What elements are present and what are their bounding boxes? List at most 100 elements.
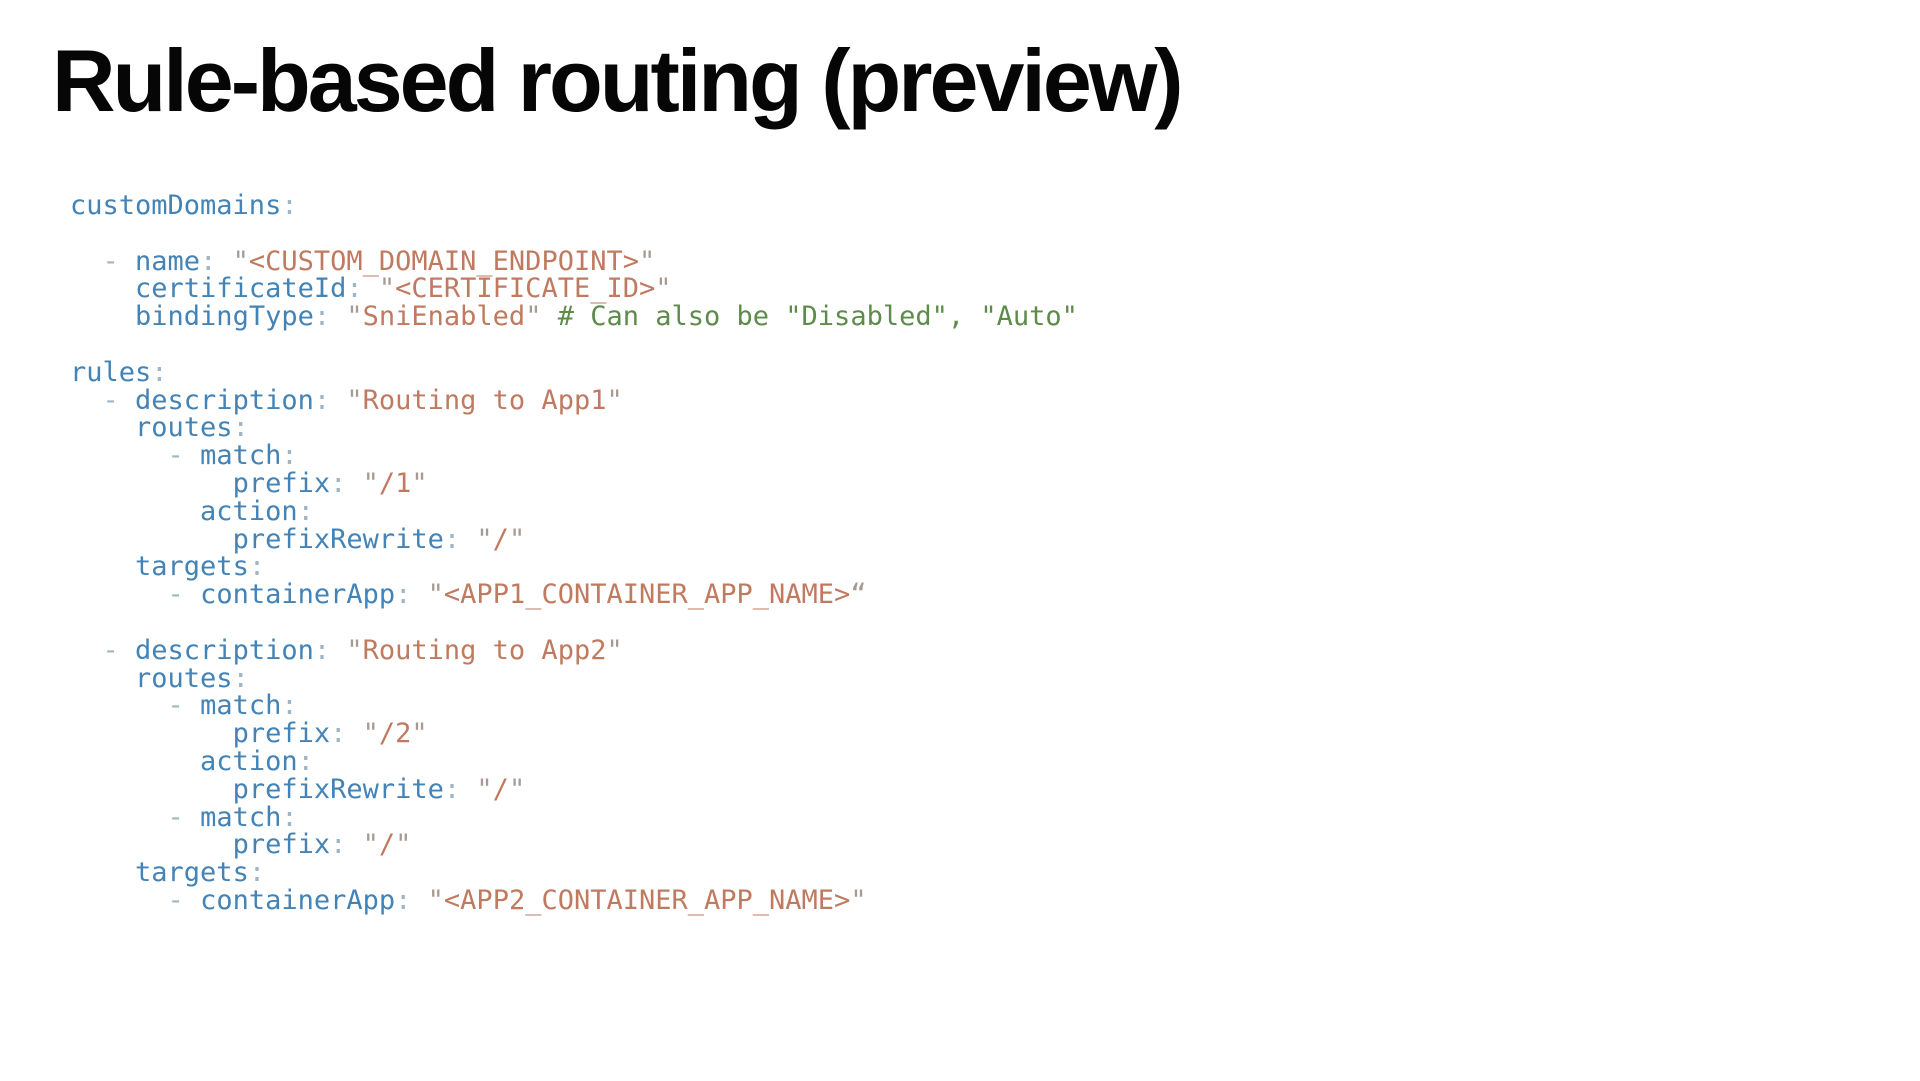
page-title: Rule-based routing (preview)	[52, 31, 1184, 130]
code-line: - name: "<CUSTOM_DOMAIN_ENDPOINT>"	[70, 245, 1078, 277]
code-token-key: action	[200, 495, 298, 527]
code-token-punct: :	[346, 273, 379, 305]
code-token-ws	[70, 273, 135, 304]
code-token-ws	[70, 802, 168, 833]
code-token-string: <CUSTOM_DOMAIN_ENDPOINT>	[248, 245, 639, 277]
code-token-ws	[70, 718, 233, 749]
code-token-string: <APP1_CONTAINER_APP_NAME>	[443, 579, 851, 611]
code-token-punct: :	[297, 745, 314, 777]
code-line: prefix: "/2"	[70, 720, 1078, 748]
code-token-punct: :	[248, 857, 266, 889]
code-token-quote: "	[655, 273, 672, 305]
code-token-ws	[70, 246, 103, 277]
code-token-quote: "	[411, 718, 428, 750]
code-token-punct: :	[200, 245, 233, 277]
code-token-punct: -	[167, 440, 201, 472]
code-token-key: containerApp	[200, 884, 396, 916]
code-token-key: match	[200, 440, 282, 472]
code-token-string: /1	[378, 467, 412, 499]
code-token-quote: "	[850, 884, 867, 916]
code-token-comment: # Can also be "Disabled", "Auto"	[557, 301, 1078, 333]
code-token-punct: :	[313, 301, 347, 333]
code-token-punct: -	[102, 384, 136, 416]
code-token-key: description	[135, 634, 314, 666]
code-token-ws	[70, 385, 103, 416]
code-token-ws	[70, 746, 200, 777]
code-token-ws	[70, 412, 135, 443]
code-line: - match:	[70, 692, 1078, 720]
code-token-punct: :	[313, 634, 347, 666]
code-line: - containerApp: "<APP1_CONTAINER_APP_NAM…	[70, 581, 1078, 609]
code-token-punct: :	[395, 884, 428, 916]
code-token-punct: :	[232, 412, 249, 444]
code-token-quote: "	[362, 467, 379, 499]
code-token-string: /2	[378, 718, 412, 750]
code-token-ws	[70, 690, 168, 721]
code-line: prefix: "/"	[70, 831, 1078, 859]
code-line: action:	[70, 495, 1078, 527]
code-line: - containerApp: "<APP2_CONTAINER_APP_NAM…	[70, 887, 1078, 915]
code-token-string: Routing to App1	[362, 384, 607, 416]
code-token-string: /	[492, 523, 509, 555]
code-token-key: bindingType	[135, 301, 314, 333]
code-token-punct: :	[443, 773, 477, 805]
code-token-string: /	[378, 829, 396, 861]
code-line: targets:	[70, 859, 1078, 887]
code-token-key: rules	[70, 356, 152, 388]
code-token-key: match	[200, 801, 282, 833]
code-token-quote: "	[378, 273, 396, 305]
code-token-punct: -	[167, 690, 201, 722]
code-token-ws	[70, 829, 233, 860]
code-token-ws	[70, 524, 233, 555]
code-token-key: prefix	[232, 467, 331, 499]
code-token-string: Routing to App2	[362, 634, 607, 666]
code-token-ws	[70, 496, 200, 527]
code-token-quote: "	[508, 523, 526, 555]
code-token-punct: :	[395, 579, 428, 611]
code-token-punct: :	[313, 384, 347, 416]
code-token-punct: :	[248, 551, 266, 583]
code-line: customDomains:	[70, 192, 1078, 220]
code-token-ws	[70, 663, 135, 694]
code-token-punct: :	[281, 690, 298, 722]
code-token-quote: "	[362, 718, 379, 750]
code-token-ws	[70, 468, 233, 499]
code-line: prefixRewrite: "/"	[70, 773, 1078, 805]
code-token-quote: "	[232, 245, 249, 277]
code-token-key: containerApp	[200, 579, 396, 611]
code-token-ws	[541, 301, 557, 332]
code-line: routes:	[70, 414, 1078, 442]
code-token-quote: "	[606, 634, 623, 666]
code-token-key: prefixRewrite	[232, 773, 444, 805]
code-token-quote: "	[362, 829, 379, 861]
code-token-quote: "	[427, 579, 444, 611]
code-token-key: routes	[135, 412, 233, 444]
code-line: routes:	[70, 662, 1078, 694]
code-token-quote: “	[850, 579, 867, 611]
code-token-key: prefix	[232, 718, 331, 750]
code-token-punct: -	[167, 884, 201, 916]
code-token-key: description	[135, 384, 314, 416]
code-line: prefixRewrite: "/"	[70, 523, 1078, 555]
code-token-punct: :	[281, 440, 298, 472]
code-token-key: action	[200, 745, 298, 777]
code-token-quote: "	[346, 634, 363, 666]
code-line: prefix: "/1"	[70, 470, 1078, 498]
code-token-ws	[70, 551, 135, 582]
code-token-punct: :	[330, 829, 363, 861]
code-line: rules:	[70, 356, 1078, 388]
code-token-quote: "	[476, 523, 493, 555]
code-line: - description: "Routing to App1"	[70, 384, 1078, 416]
code-line: - description: "Routing to App2"	[70, 634, 1078, 666]
code-line: - match:	[70, 801, 1078, 833]
code-line: bindingType: "SniEnabled" # Can also be …	[70, 303, 1078, 331]
code-token-punct: -	[102, 634, 136, 666]
code-line: targets:	[70, 553, 1078, 581]
code-token-key: certificateId	[135, 273, 347, 305]
code-token-quote: "	[427, 884, 444, 916]
code-line: - match:	[70, 442, 1078, 470]
code-token-punct: :	[330, 718, 363, 750]
code-token-key: targets	[135, 857, 249, 889]
code-token-key: routes	[135, 662, 233, 694]
